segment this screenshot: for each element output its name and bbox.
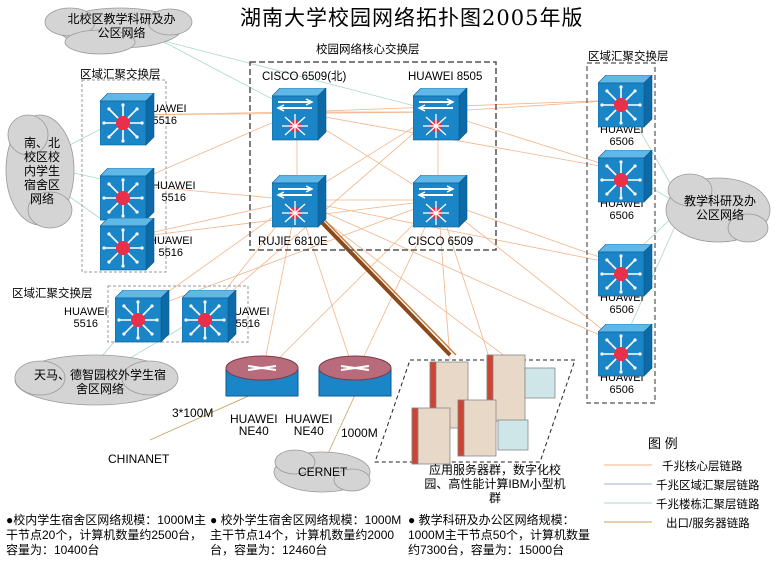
floor-link xyxy=(159,39,439,113)
right-agg-box xyxy=(586,62,656,404)
agg-link xyxy=(127,199,298,239)
stat-block: ● 教学科研及办公区网络规模：1000M主干节点50个，计算机数量约7300台，… xyxy=(408,513,591,557)
server-link xyxy=(296,199,511,361)
legend-title: 图 例 xyxy=(648,436,678,451)
link-speed-label: 3*100M xyxy=(172,406,214,420)
switch-icon xyxy=(100,93,155,146)
switch-icon xyxy=(115,290,170,343)
trunk-link xyxy=(303,203,452,357)
cloud-north xyxy=(44,7,193,55)
trunk-link xyxy=(309,204,457,356)
cloud-left xyxy=(5,114,75,229)
chinanet-label: CHINANET xyxy=(108,452,170,466)
core-device-label: HUAWEI 8505 xyxy=(408,71,483,83)
exit-link xyxy=(324,394,356,461)
legend-item: 千兆核心层链路 xyxy=(662,461,743,473)
core-device-label: CISCO 6509(北) xyxy=(262,71,347,83)
core-box-label: 校园网络核心交换层 xyxy=(316,44,420,56)
server-cluster xyxy=(411,354,556,465)
core-switch-icon xyxy=(272,175,327,228)
exit-link xyxy=(261,199,439,376)
exit-link xyxy=(261,199,298,376)
core-box xyxy=(249,61,497,251)
agg-link xyxy=(437,111,623,171)
core-switch-icon xyxy=(413,175,468,228)
servers-label: 应用服务器群，数字化校园、高性能计算IBM小型机群 xyxy=(424,463,566,505)
agg-link xyxy=(127,111,298,186)
lower-agg-label: 区域汇聚交换层 xyxy=(12,288,93,300)
legend-item: 千兆区域汇聚层链路 xyxy=(656,480,760,492)
router-2 xyxy=(318,355,392,397)
cloud-lower-label: 天马、德智园校外学生宿舍区网络 xyxy=(33,368,166,396)
router-1 xyxy=(225,355,299,397)
agg-link xyxy=(296,199,623,346)
core-device-label: CISCO 6509 xyxy=(408,236,474,248)
core-switch-icon xyxy=(413,88,468,141)
agg-link xyxy=(127,184,298,201)
agg-link xyxy=(296,111,623,171)
exit-link xyxy=(354,199,439,376)
cloud-cernet xyxy=(273,449,371,493)
cloud-left-label: 南、北校区校内学生宿舍区网络 xyxy=(23,136,60,206)
legend-item: 出口/服务器链路 xyxy=(666,518,750,530)
legend-item: 千兆楼栋汇聚层链路 xyxy=(656,499,760,511)
cloud-lower xyxy=(14,354,179,406)
left-agg-box xyxy=(81,79,167,273)
switch-icon xyxy=(100,168,155,221)
stat-block: ●校内学生宿舍区网络规模：1000M主干节点20个，计算机数量约2500台，容量… xyxy=(6,513,206,557)
core-device-label: RUJIE 6810E xyxy=(258,236,328,248)
exit-link xyxy=(296,199,356,376)
lower-agg-box xyxy=(107,285,249,343)
agg-link xyxy=(437,199,623,346)
agg-link xyxy=(437,199,623,266)
diagram-title: 湖南大学校园网络拓扑图2005年版 xyxy=(240,6,584,30)
cloud-right xyxy=(665,173,771,243)
switch-icon xyxy=(598,324,653,377)
left-agg-label: 区域汇聚交换层 xyxy=(80,69,161,81)
cloud-north-label: 北校区教学科研及办公区网络 xyxy=(67,12,176,40)
cloud-right-label: 教学科研及办公区网络 xyxy=(683,194,756,222)
right-agg-label: 区域汇聚交换层 xyxy=(588,51,669,63)
agg-link xyxy=(437,99,623,113)
cloud-cernet-label: CERNET xyxy=(298,465,348,479)
switch-icon xyxy=(598,244,653,297)
switch-icon xyxy=(598,150,653,203)
stat-block: ● 校外学生宿舍区网络规模：1000M主干节点14个，计算机数量约2000台，容… xyxy=(210,513,402,557)
core-switch-icon xyxy=(272,88,327,141)
switch-icon xyxy=(598,75,653,128)
exit-link xyxy=(149,389,263,441)
switch-icon xyxy=(182,290,237,343)
agg-link xyxy=(296,199,623,266)
link-speed-label: 1000M xyxy=(341,426,378,440)
switch-icon xyxy=(100,218,155,271)
